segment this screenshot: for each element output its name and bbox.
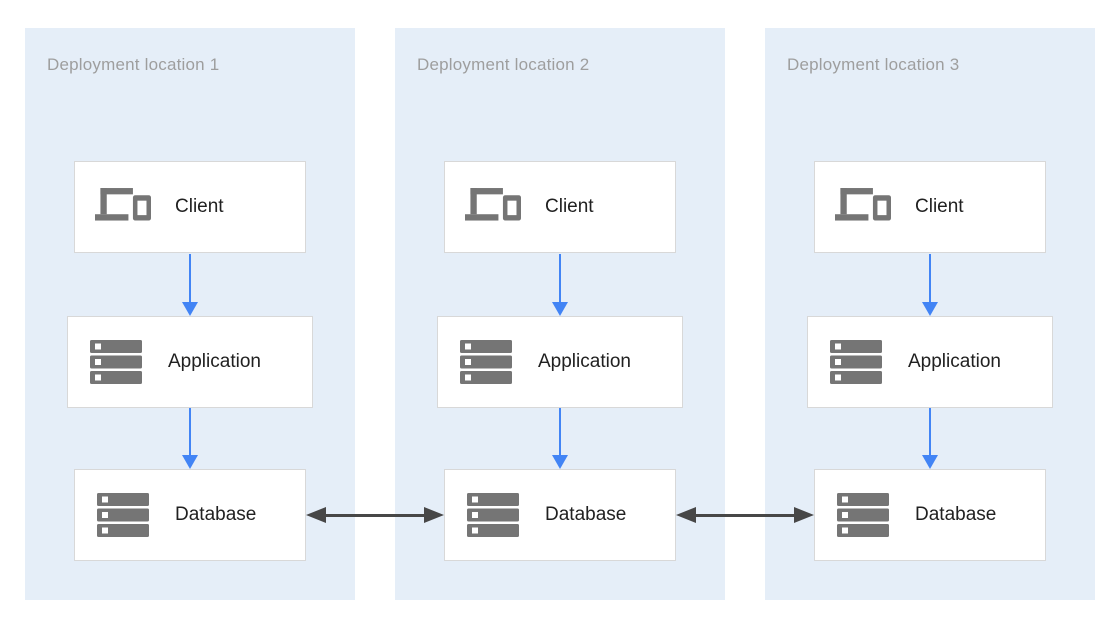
- database-node: Database: [444, 469, 676, 561]
- devices-icon: [834, 187, 892, 227]
- flow-arrow-client-to-application: [552, 254, 568, 316]
- node-label: Database: [175, 504, 257, 525]
- arrow-line: [691, 513, 799, 517]
- arrow-head-down: [182, 302, 198, 316]
- application-node: Application: [807, 316, 1053, 408]
- deployment-location-3-panel: Deployment location 3 Client: [765, 28, 1095, 600]
- server-stack-icon: [834, 493, 892, 537]
- panel-title: Deployment location 3: [787, 55, 960, 74]
- panel-title: Deployment location 2: [417, 55, 590, 74]
- panel-title: Deployment location 1: [47, 55, 220, 74]
- replication-arrow-db2-db3: [676, 507, 814, 523]
- devices-icon: [464, 187, 522, 227]
- database-node: Database: [814, 469, 1046, 561]
- server-stack-icon: [94, 493, 152, 537]
- flow-arrow-client-to-application: [182, 254, 198, 316]
- deployment-location-1-panel: Deployment location 1 Client: [25, 28, 355, 600]
- application-node: Application: [437, 316, 683, 408]
- node-label: Database: [915, 504, 997, 525]
- client-node: Client: [444, 161, 676, 253]
- server-stack-icon: [457, 340, 515, 384]
- server-stack-icon: [464, 493, 522, 537]
- deployment-location-2-panel: Deployment location 2 Client: [395, 28, 725, 600]
- arrow-line: [928, 408, 932, 457]
- arrow-head-down: [552, 302, 568, 316]
- arrow-line: [928, 254, 932, 304]
- arrow-line: [188, 254, 192, 304]
- arrow-head-down: [182, 455, 198, 469]
- node-label: Database: [545, 504, 627, 525]
- arrow-head-down: [922, 455, 938, 469]
- flow-arrow-client-to-application: [922, 254, 938, 316]
- arrow-line: [188, 408, 192, 457]
- arrow-head-right: [424, 507, 444, 523]
- arrow-head-left: [676, 507, 696, 523]
- flow-arrow-application-to-database: [182, 408, 198, 469]
- node-label: Application: [908, 351, 1001, 372]
- replication-arrow-db1-db2: [306, 507, 444, 523]
- client-node: Client: [814, 161, 1046, 253]
- application-node: Application: [67, 316, 313, 408]
- server-stack-icon: [827, 340, 885, 384]
- node-label: Client: [915, 196, 964, 217]
- arrow-line: [558, 254, 562, 304]
- node-label: Client: [545, 196, 594, 217]
- arrow-head-right: [794, 507, 814, 523]
- node-label: Application: [168, 351, 261, 372]
- server-stack-icon: [87, 340, 145, 384]
- arrow-head-down: [922, 302, 938, 316]
- flow-arrow-application-to-database: [922, 408, 938, 469]
- arrow-head-down: [552, 455, 568, 469]
- arrow-head-left: [306, 507, 326, 523]
- arrow-line: [558, 408, 562, 457]
- database-node: Database: [74, 469, 306, 561]
- arrow-line: [321, 513, 429, 517]
- devices-icon: [94, 187, 152, 227]
- flow-arrow-application-to-database: [552, 408, 568, 469]
- client-node: Client: [74, 161, 306, 253]
- node-label: Client: [175, 196, 224, 217]
- node-label: Application: [538, 351, 631, 372]
